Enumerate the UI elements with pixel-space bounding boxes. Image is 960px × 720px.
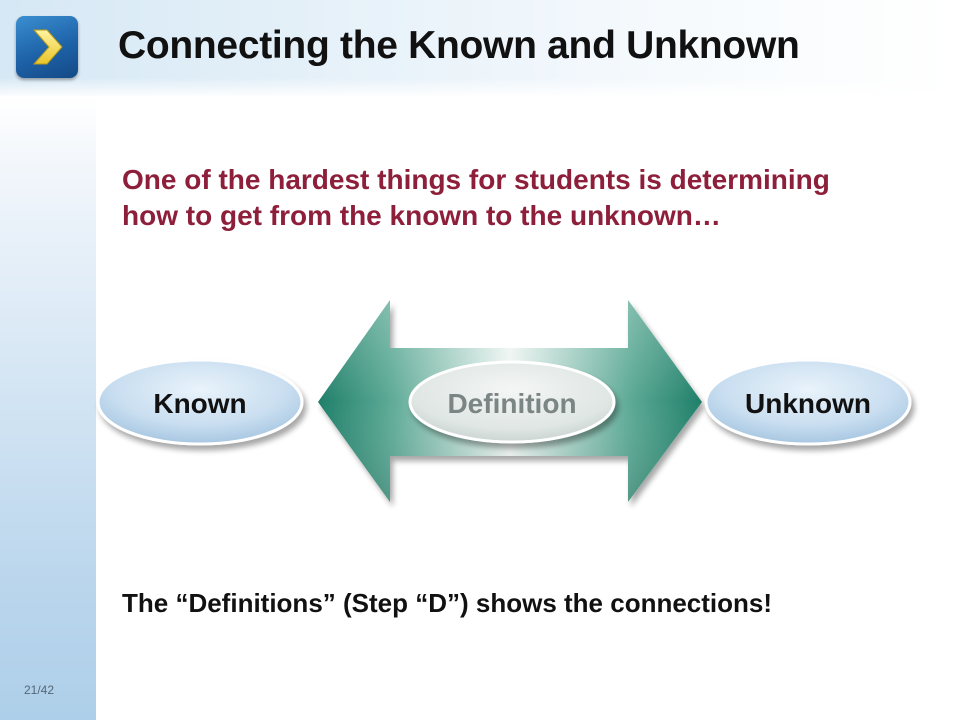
known-node: Known	[96, 358, 304, 446]
intro-line-1: One of the hardest things for students i…	[122, 164, 830, 195]
conclusion-text: The “Definitions” (Step “D”) shows the c…	[122, 588, 773, 618]
intro-line-2: how to get from the known to the unknown…	[122, 200, 721, 231]
unknown-label: Unknown	[745, 388, 871, 419]
definition-label: Definition	[447, 388, 576, 419]
header-band	[0, 0, 960, 96]
known-unknown-diagram: Known Definition Unknown	[96, 300, 912, 502]
known-label: Known	[153, 388, 246, 419]
slide-title: Connecting the Known and Unknown	[118, 24, 800, 67]
intro-text: One of the hardest things for students i…	[122, 162, 942, 234]
chevron-right-icon	[32, 29, 63, 65]
left-band	[0, 96, 96, 720]
unknown-node: Unknown	[704, 358, 912, 446]
logo-chevron-icon	[16, 16, 78, 78]
definition-node: Definition	[408, 360, 616, 444]
page-number: 21/42	[24, 683, 55, 697]
